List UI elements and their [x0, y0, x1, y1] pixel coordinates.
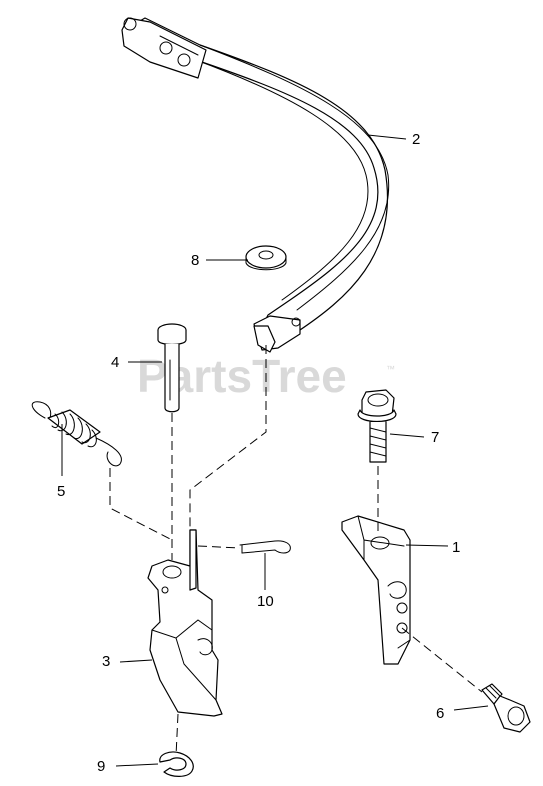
callout-2: 2	[412, 131, 420, 148]
brake-band-part[interactable]	[121, 17, 390, 353]
cotter-pin-part[interactable]	[239, 540, 291, 554]
callout-3: 3	[102, 653, 110, 670]
callout-5: 5	[57, 483, 65, 500]
callout-6: 6	[436, 705, 444, 722]
callout-4: 4	[111, 354, 119, 371]
shoulder-bolt-part[interactable]	[481, 683, 531, 733]
callout-10: 10	[257, 593, 274, 610]
washer-part[interactable]	[245, 245, 287, 271]
brake-arm-part[interactable]	[147, 529, 223, 717]
bracket-part[interactable]	[341, 515, 411, 665]
callout-9: 9	[97, 758, 105, 775]
callout-8: 8	[191, 252, 199, 269]
extension-spring-part[interactable]	[31, 401, 122, 467]
callout-labels: 2 8 4 5 7 1 10 3 6 9	[57, 131, 460, 775]
clevis-pin-part[interactable]	[157, 323, 187, 413]
leader-lines	[61, 134, 489, 767]
callout-7: 7	[431, 429, 439, 446]
e-ring-part[interactable]	[159, 751, 194, 777]
hex-bolt-part[interactable]	[357, 389, 397, 463]
assembly-lines	[109, 345, 483, 757]
watermark-trademark: ™	[386, 364, 395, 374]
callout-1: 1	[452, 539, 460, 556]
